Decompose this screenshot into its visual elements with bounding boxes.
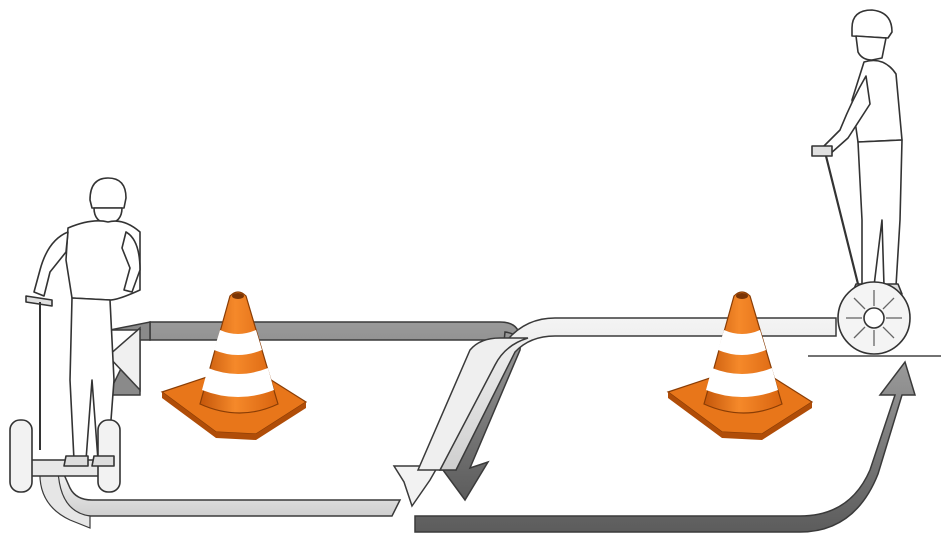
right-rider-helmet xyxy=(852,10,892,38)
left-traffic-cone xyxy=(162,292,306,440)
left-segway-rider xyxy=(10,178,140,492)
left-cone-tip xyxy=(232,293,244,299)
left-rider-helmet xyxy=(90,178,126,208)
right-segway-stalk xyxy=(826,156,862,300)
right-rider-legs xyxy=(858,140,902,286)
right-segway-rider xyxy=(812,10,910,354)
left-rider-left-arm xyxy=(34,232,68,296)
right-segway-handlebar xyxy=(812,146,832,156)
right-cone-tip xyxy=(736,293,748,299)
right-traffic-cone xyxy=(668,292,812,440)
left-segway-wheel-left xyxy=(10,420,32,492)
right-rider-head xyxy=(856,36,886,60)
right-segway-hub xyxy=(864,308,884,328)
